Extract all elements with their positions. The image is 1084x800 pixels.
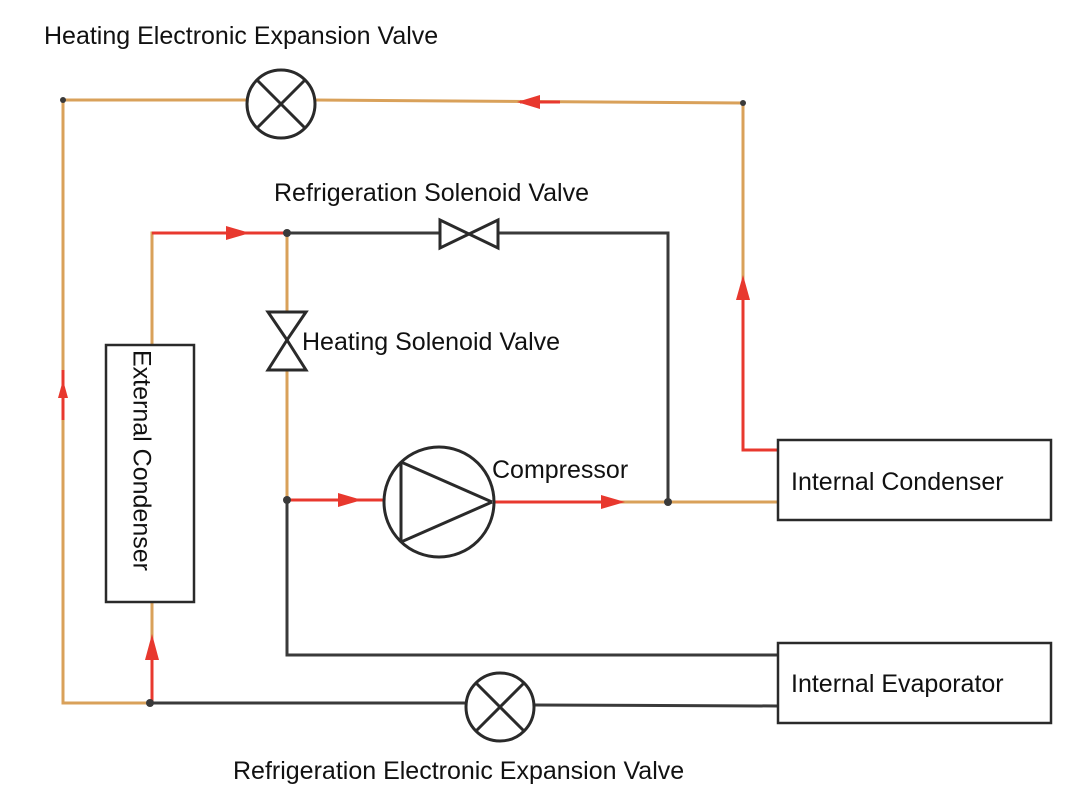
pipe-refrigeration-solenoid-right [498,231,670,502]
node-compressor-outlet [664,498,672,506]
arrow-right-compressor-inlet [338,493,362,507]
internal-evaporator: Internal Evaporator [776,641,1053,725]
arrow-left-top-line [517,95,540,109]
arrow-right-external-top [226,226,250,240]
refrigeration-expansion-valve-icon [464,671,536,743]
refrigeration-solenoid-valve-label: Refrigeration Solenoid Valve [274,179,589,207]
compressor-icon [382,445,496,559]
pipe-evaporator-return [285,500,778,657]
internal-evaporator-label: Internal Evaporator [791,670,1004,698]
cold-pipes [150,231,779,708]
internal-condenser-label: Internal Condenser [791,468,1004,496]
heating-solenoid-valve-icon [265,310,309,372]
external-condenser: External Condenser [104,343,196,604]
refrigeration-solenoid-valve-icon [438,217,500,251]
pipe-condenser-outlet-riser [741,103,778,452]
arrow-up-left-vertical [58,380,68,398]
heating-expansion-valve-icon [245,68,317,140]
flow-arrows [58,95,750,660]
pipe-evaporator-inlet [533,703,779,708]
compressor-label: Compressor [492,456,628,484]
arrow-right-compressor-outlet [601,495,625,509]
refrigeration-expansion-valve-label: Refrigeration Electronic Expansion Valve [233,757,684,785]
node-top-right [740,100,746,106]
pipe-external-condenser-top [150,231,287,345]
junction-nodes [60,97,746,707]
node-compressor-inlet [283,496,291,504]
arrow-up-condenser-riser [736,275,750,300]
flow-condenser-riser [741,280,778,452]
arrow-up-external-bottom [145,634,159,660]
internal-condenser: Internal Condenser [776,438,1053,522]
node-bottom-left [146,699,154,707]
pipe-left-outer-vertical [61,100,150,705]
node-top-left [60,97,66,103]
heating-solenoid-valve-label: Heating Solenoid Valve [302,328,560,356]
heating-expansion-valve-label: Heating Electronic Expansion Valve [44,22,438,50]
node-solenoid-split [283,229,291,237]
external-condenser-label: External Condenser [127,350,155,571]
